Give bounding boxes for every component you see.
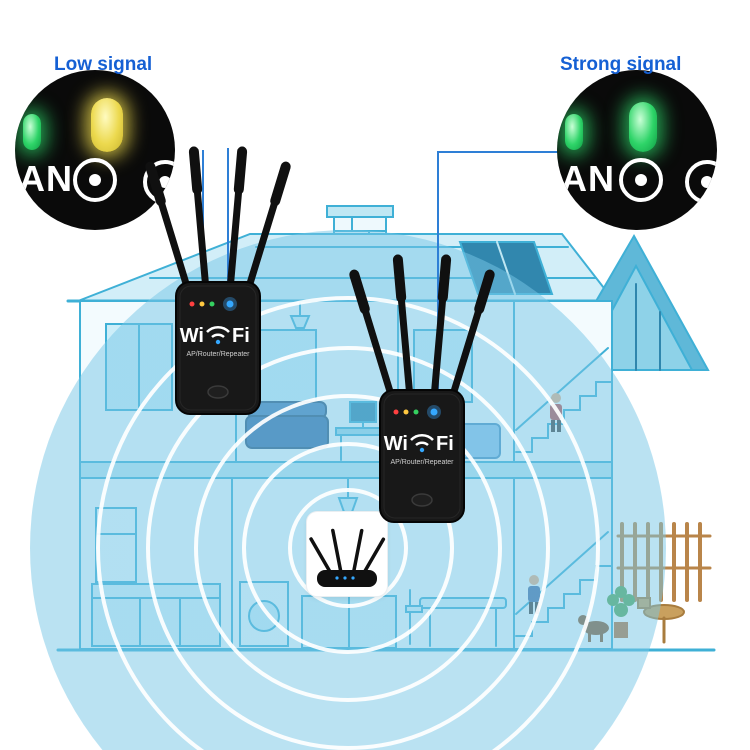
- power-led-icon: [23, 114, 41, 150]
- signal-ring: [96, 296, 600, 750]
- wifi-logo-icon: [206, 325, 230, 345]
- strong-signal-led-icon: [629, 102, 657, 152]
- brand-fi: Fi: [232, 325, 250, 347]
- router-antennas: [309, 528, 386, 587]
- router-highlight-box: [307, 512, 387, 596]
- wifi-repeater-left: Wi Fi AP/Router/Repeater: [145, 146, 291, 415]
- port-label: AN: [561, 158, 615, 199]
- brand-fi: Fi: [436, 433, 454, 455]
- brand-wi: Wi: [180, 325, 204, 347]
- device-body: [175, 281, 261, 415]
- antennas: [349, 254, 495, 404]
- led-strip: [189, 297, 237, 311]
- router: [309, 528, 386, 587]
- connector-line-right-vertical: [437, 151, 439, 391]
- device-subtitle: AP/Router/Repeater: [186, 351, 250, 358]
- led-strip: [393, 405, 441, 419]
- magnifier-circle-strong: AN: [557, 70, 717, 230]
- wifi-repeater-right: Wi Fi AP/Router/Repeater: [349, 254, 495, 523]
- brand-wi: Wi: [384, 433, 408, 455]
- device-subtitle: AP/Router/Repeater: [390, 459, 454, 466]
- magnifier-circle-low: AN: [15, 70, 175, 230]
- router-body: [317, 570, 377, 587]
- antennas: [145, 146, 291, 296]
- wps-button-icon: [73, 158, 117, 202]
- port-label: AN: [19, 158, 73, 199]
- wps-button: [411, 493, 433, 507]
- wps-button: [207, 385, 229, 399]
- wps-button-icon: [619, 158, 663, 202]
- low-signal-led-icon: [91, 98, 123, 152]
- low-signal-label: Low signal: [54, 54, 153, 75]
- partial-port-icon: [685, 160, 717, 204]
- connector-line-left-2: [227, 148, 229, 308]
- strong-signal-label: Strong signal: [560, 54, 682, 75]
- connector-line-right-horizontal: [437, 151, 562, 153]
- wifi-logo-icon: [410, 433, 434, 453]
- power-led-icon: [565, 114, 583, 150]
- device-body: [379, 389, 465, 523]
